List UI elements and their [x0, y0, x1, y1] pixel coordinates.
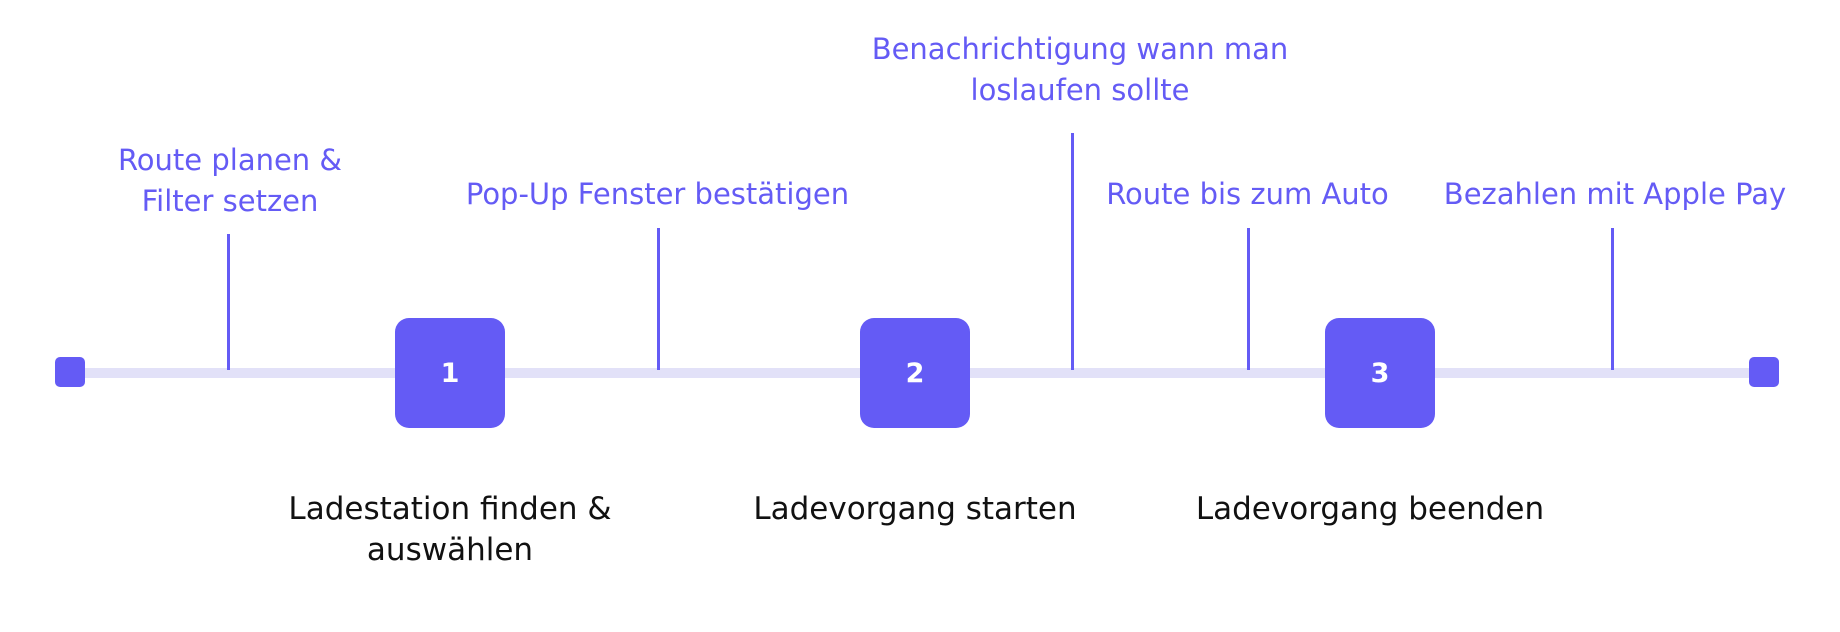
- annotation-connector-2: [657, 228, 660, 370]
- timeline-start-marker: [55, 357, 85, 387]
- step-3-label: Ladevorgang beenden: [1180, 489, 1560, 530]
- step-2-label: Ladevorgang starten: [740, 489, 1090, 530]
- annotation-line: Bezahlen mit Apple Pay: [1443, 177, 1787, 211]
- annotation-line: Pop-Up Fenster bestätigen: [465, 177, 850, 211]
- annotation-route-zum-auto: Route bis zum Auto: [1100, 174, 1395, 215]
- annotation-line: Route bis zum Auto: [1106, 177, 1389, 211]
- annotation-line: loslaufen sollte: [970, 73, 1190, 107]
- step-1-label: Ladestation finden & auswählen: [275, 489, 625, 571]
- annotation-route-planen: Route planen & Filter setzen: [90, 140, 370, 222]
- annotation-connector-4: [1247, 228, 1250, 370]
- annotation-line: Filter setzen: [141, 184, 319, 218]
- annotation-connector-3: [1071, 133, 1074, 370]
- step-label-line: auswählen: [366, 532, 534, 568]
- annotation-line: Route planen &: [117, 143, 343, 177]
- annotation-apple-pay: Bezahlen mit Apple Pay: [1440, 174, 1790, 215]
- annotation-line: Benachrichtigung wann man: [871, 32, 1289, 66]
- step-number: 3: [1370, 357, 1390, 389]
- annotation-connector-5: [1611, 228, 1614, 370]
- annotation-connector-1: [227, 234, 230, 370]
- annotation-popup-bestaetigen: Pop-Up Fenster bestätigen: [455, 174, 860, 215]
- timeline-end-marker: [1749, 357, 1779, 387]
- step-label-line: Ladevorgang starten: [753, 491, 1077, 527]
- step-2-marker: 2: [860, 318, 970, 428]
- step-1-marker: 1: [395, 318, 505, 428]
- step-number: 2: [905, 357, 925, 389]
- annotation-benachrichtigung: Benachrichtigung wann man loslaufen soll…: [860, 29, 1300, 111]
- step-label-line: Ladevorgang beenden: [1195, 491, 1545, 527]
- step-number: 1: [440, 357, 460, 389]
- step-3-marker: 3: [1325, 318, 1435, 428]
- step-label-line: Ladestation finden &: [288, 491, 612, 527]
